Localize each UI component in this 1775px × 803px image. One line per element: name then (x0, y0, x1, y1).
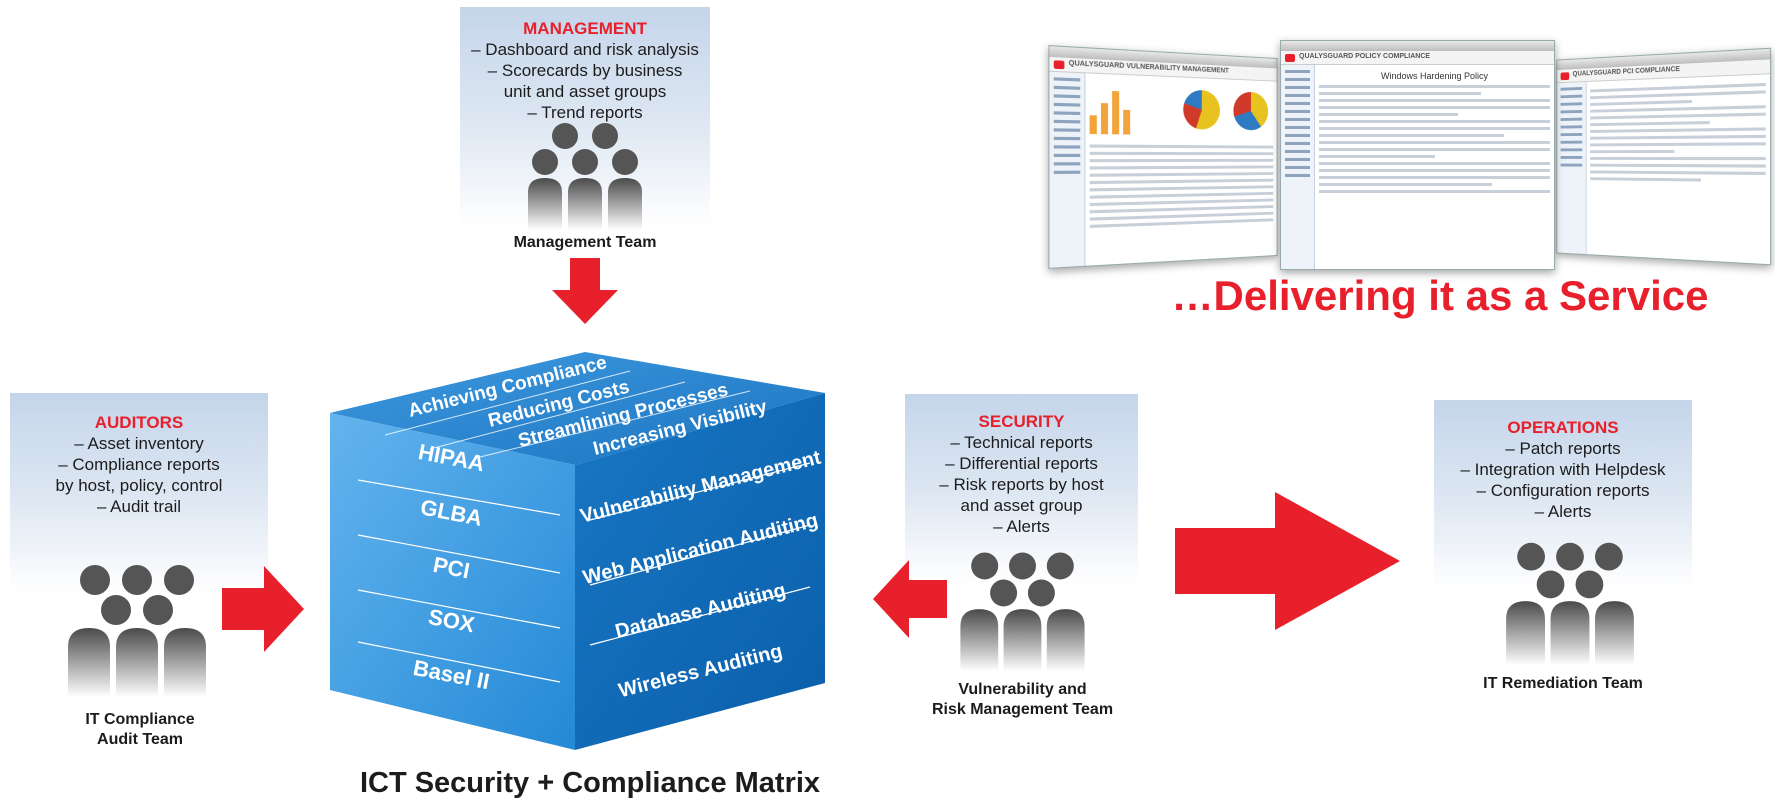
pci-screenshot: QUALYSGUARD PCI COMPLIANCE (1556, 47, 1772, 266)
cube-top-face (330, 352, 825, 465)
management-team-text: Management Team (513, 234, 657, 251)
operations-item: – Alerts (1534, 502, 1592, 521)
policy-compliance-screenshot: QUALYSGUARD POLICY COMPLIANCE Windows Ha… (1280, 40, 1555, 270)
compliance-cube: Achieving Compliance Reducing Costs Stre… (330, 352, 825, 750)
management-item: – Dashboard and risk analysis (471, 40, 699, 59)
security-item: and asset group (960, 496, 1083, 515)
security-team-line1: Vulnerability and (958, 681, 1087, 698)
auditors-team-line1: IT Compliance (85, 711, 195, 728)
security-panel: SECURITY – Technical reports – Different… (905, 394, 1138, 584)
auditors-item: – Compliance reports (58, 455, 220, 474)
down-arrow-icon (552, 258, 618, 324)
product-screenshots: QUALYSGUARD VULNERABILITY MANAGEMENT QUA… (1048, 40, 1772, 270)
auditors-panel: AUDITORS – Asset inventory – Compliance … (10, 393, 268, 593)
matrix-title: ICT Security + Compliance Matrix (359, 767, 821, 799)
auditors-title: AUDITORS (94, 413, 184, 432)
auditors-team-line2: Audit Team (97, 731, 183, 748)
management-title: MANAGEMENT (523, 19, 647, 38)
operations-team-label: IT Remediation Team (1434, 674, 1692, 694)
security-team-label: Vulnerability and Risk Management Team (895, 680, 1150, 720)
policy-heading: Windows Hardening Policy (1380, 71, 1489, 81)
right-arrow-icon (222, 566, 304, 652)
auditors-people-icon (68, 565, 206, 697)
pci-screenshot-title: QUALYSGUARD PCI COMPLIANCE (1572, 65, 1680, 78)
operations-team-text: IT Remediation Team (1483, 675, 1643, 692)
operations-title: OPERATIONS (1507, 418, 1619, 437)
policy-screenshot-title: QUALYSGUARD POLICY COMPLIANCE (1299, 53, 1431, 60)
operations-item: – Patch reports (1505, 439, 1621, 458)
security-item: – Technical reports (950, 433, 1093, 452)
cube-right-face (575, 393, 825, 750)
big-right-arrow-icon (1175, 492, 1400, 630)
security-item: – Alerts (993, 517, 1050, 536)
auditors-team-label: IT Compliance Audit Team (40, 710, 240, 750)
vm-screenshot: QUALYSGUARD VULNERABILITY MANAGEMENT (1048, 45, 1278, 269)
management-team-label: Management Team (460, 233, 710, 253)
security-item: – Risk reports by host (939, 475, 1104, 494)
operations-item: – Configuration reports (1476, 481, 1650, 500)
auditors-item: – Asset inventory (74, 434, 204, 453)
service-heading: …Delivering it as a Service (1171, 272, 1709, 319)
left-arrow-icon (873, 560, 947, 638)
security-item: – Differential reports (945, 454, 1098, 473)
security-team-line2: Risk Management Team (931, 701, 1114, 718)
management-people-icon (528, 123, 642, 230)
management-item: – Trend reports (527, 103, 643, 122)
operations-people-icon (1506, 542, 1634, 665)
management-item: unit and asset groups (503, 82, 667, 101)
auditors-item: by host, policy, control (55, 476, 223, 495)
cube-left-face (330, 413, 575, 750)
security-title: SECURITY (978, 412, 1065, 431)
security-people-icon (960, 552, 1085, 672)
operations-item: – Integration with Helpdesk (1460, 460, 1666, 479)
management-item: – Scorecards by business (487, 61, 683, 80)
auditors-item: – Audit trail (96, 497, 182, 516)
